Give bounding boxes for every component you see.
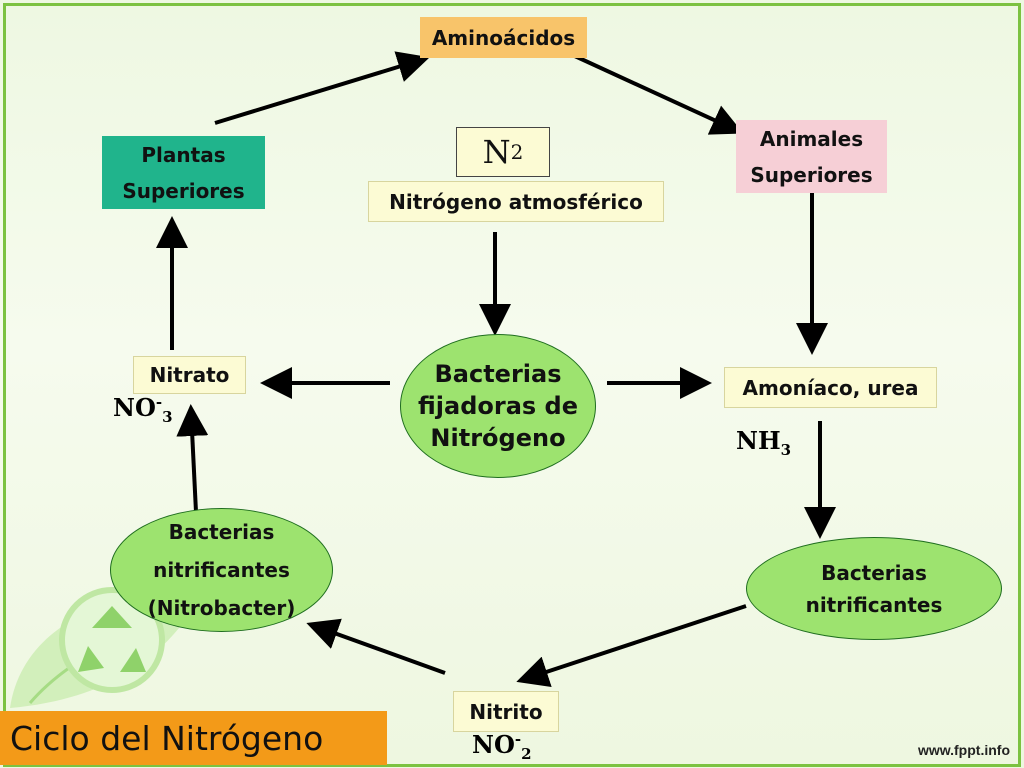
bacterias-fijadoras-line3: Nitrógeno <box>430 424 566 452</box>
arrow-nitrito-to-nitrobacter <box>306 618 446 675</box>
footer-url: www.fppt.info <box>917 742 1010 758</box>
n2-formula-sub: 2 <box>510 140 524 164</box>
n2-formula-main: N <box>482 133 511 171</box>
bacterias-nitrobacter-line3: (Nitrobacter) <box>147 596 296 620</box>
slide-title: Ciclo del Nitrógeno <box>10 718 324 758</box>
arrow-aminoacidos-to-animales <box>565 50 744 135</box>
amoniaco-box: Amoníaco, urea <box>724 367 937 408</box>
nitrito-label: Nitrito <box>469 699 543 724</box>
atmosferico-label: Nitrógeno atmosférico <box>389 189 643 214</box>
arrow-plantas-to-aminoacidos <box>214 51 430 125</box>
animales-label-line2: Superiores <box>750 162 873 187</box>
bacterias-nitrificantes-ellipse: Bacterias nitrificantes <box>746 537 1002 640</box>
bacterias-fijadoras-ellipse: Bacterias fijadoras de Nitrógeno <box>400 334 596 478</box>
bacterias-nitrificantes-line2: nitrificantes <box>805 592 943 617</box>
arrow-nitrobacter-to-nitrato <box>176 404 209 513</box>
nh3-formula-sub: 3 <box>780 440 792 459</box>
no3-formula-sub: 3 <box>162 407 173 426</box>
atmosferico-box: Nitrógeno atmosférico <box>368 181 664 222</box>
aminoacidos-box: Aminoácidos <box>420 17 587 58</box>
nh3-formula-main: NH <box>736 426 781 455</box>
nitrato-box: Nitrato <box>133 356 246 394</box>
nitrito-box: Nitrito <box>453 691 559 732</box>
title-bar: Ciclo del Nitrógeno <box>0 711 387 765</box>
no2-formula: NO-2 <box>472 730 532 763</box>
bacterias-nitrificantes-line1: Bacterias <box>821 560 927 585</box>
aminoacidos-label: Aminoácidos <box>431 25 576 50</box>
bacterias-nitrobacter-line1: Bacterias <box>168 520 275 544</box>
plantas-label-line1: Plantas <box>141 142 226 167</box>
nh3-formula: NH3 <box>736 426 791 459</box>
no2-formula-sub: 2 <box>521 744 532 763</box>
nitrato-label: Nitrato <box>149 363 230 387</box>
bacterias-nitrobacter-line2: nitrificantes <box>153 558 290 582</box>
no2-formula-sup: - <box>514 730 522 748</box>
no2-formula-main: NO <box>472 730 515 759</box>
no3-formula-main: NO <box>113 393 156 422</box>
amoniaco-label: Amoníaco, urea <box>742 375 919 400</box>
animales-label-line1: Animales <box>759 126 864 151</box>
no3-formula: NO-3 <box>113 393 173 426</box>
plantas-box: Plantas Superiores <box>102 136 265 209</box>
plantas-label-line2: Superiores <box>122 178 245 203</box>
animales-box: Animales Superiores <box>736 120 887 193</box>
bacterias-fijadoras-line2: fijadoras de <box>417 392 578 420</box>
bacterias-nitrobacter-ellipse: Bacterias nitrificantes (Nitrobacter) <box>110 508 333 632</box>
bacterias-fijadoras-line1: Bacterias <box>434 360 562 388</box>
arrow-bacterias-nitrificantes-to-nitrito <box>516 604 747 688</box>
no3-formula-sup: - <box>155 393 163 411</box>
recycle-leaf-logo <box>10 587 200 708</box>
